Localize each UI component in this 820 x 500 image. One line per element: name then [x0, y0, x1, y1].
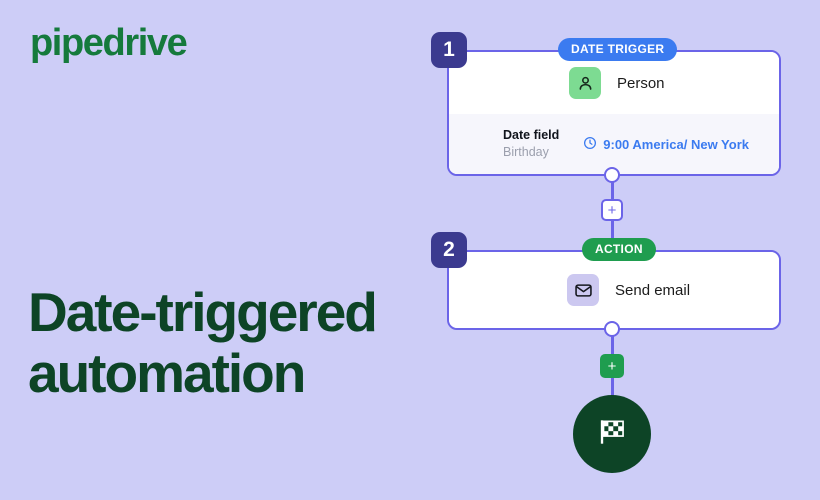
envelope-icon — [567, 274, 599, 306]
page-headline: Date-triggered automation — [28, 281, 378, 404]
person-icon — [569, 67, 601, 99]
add-step-button-1[interactable]: + — [601, 199, 623, 221]
flow-end-node — [573, 395, 651, 473]
step-number-badge-2: 2 — [431, 232, 467, 268]
step-2-entity-label: Send email — [615, 281, 691, 299]
add-step-button-2[interactable]: + — [600, 354, 624, 378]
trigger-time-block[interactable]: 9:00 America/ New York — [583, 136, 749, 153]
step-number-badge-1: 1 — [431, 32, 467, 68]
date-field-title: Date field — [503, 128, 560, 143]
step-1-type-pill: DATE TRIGGER — [558, 38, 678, 61]
date-field-value[interactable]: Birthday — [503, 145, 549, 159]
step-1-footer: Date field Birthday 9:00 America/ New Yo… — [449, 114, 779, 174]
trigger-time-text: 9:00 America/ New York — [603, 136, 749, 152]
clock-icon — [583, 136, 597, 153]
connector-line-step2-to-plus — [611, 329, 614, 357]
step-2-type-pill: ACTION — [582, 238, 656, 261]
connector-line-step1-to-plus — [611, 176, 614, 210]
step-1-entity-label: Person — [617, 74, 665, 92]
checkered-flag-icon — [595, 415, 629, 454]
step-card-1[interactable]: Person Date field Birthday 9:00 America/… — [447, 50, 781, 176]
automation-flow: Person Date field Birthday 9:00 America/… — [425, 0, 820, 500]
step-2-body: Send email — [449, 252, 779, 328]
connector-line-plus-to-step2 — [611, 210, 614, 240]
step-1-body: Person — [449, 52, 779, 114]
connector-node-1 — [604, 167, 620, 183]
step-card-2[interactable]: Send email — [447, 250, 781, 330]
pipedrive-logo: pipedrive — [30, 22, 188, 64]
connector-node-2 — [604, 321, 620, 337]
date-field-block: Date field Birthday — [503, 127, 559, 161]
